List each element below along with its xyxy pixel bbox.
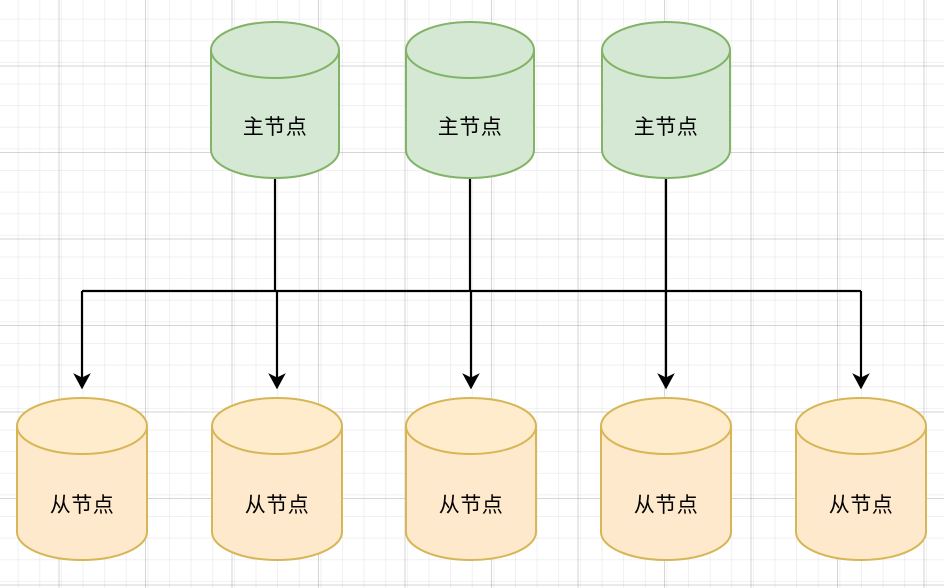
replica-node-slave-2[interactable] <box>211 397 343 561</box>
primary-node-master-1[interactable] <box>210 21 340 179</box>
cylinder-top-ellipse <box>795 397 927 455</box>
cylinder-top-ellipse <box>601 21 731 79</box>
cylinder-body-shape <box>600 425 732 561</box>
connector-group <box>73 176 870 390</box>
cylinder-body-shape <box>405 425 537 561</box>
cylinder-body-shape <box>601 49 731 179</box>
cylinder-body-shape <box>210 49 340 179</box>
cylinder-top-ellipse <box>210 21 340 79</box>
cylinder-body-shape <box>211 425 343 561</box>
replica-node-slave-4[interactable] <box>600 397 732 561</box>
cylinder-top-ellipse <box>600 397 732 455</box>
replica-node-slave-1[interactable] <box>16 397 148 561</box>
primary-node-master-2[interactable] <box>405 21 535 179</box>
cylinder-body-shape <box>405 49 535 179</box>
cylinder-top-ellipse <box>405 21 535 79</box>
cylinder-top-ellipse <box>211 397 343 455</box>
cylinder-body-shape <box>795 425 927 561</box>
replica-node-slave-5[interactable] <box>795 397 927 561</box>
primary-node-master-3[interactable] <box>601 21 731 179</box>
replica-node-slave-3[interactable] <box>405 397 537 561</box>
cylinder-top-ellipse <box>16 397 148 455</box>
cylinder-body-shape <box>16 425 148 561</box>
cylinder-top-ellipse <box>405 397 537 455</box>
